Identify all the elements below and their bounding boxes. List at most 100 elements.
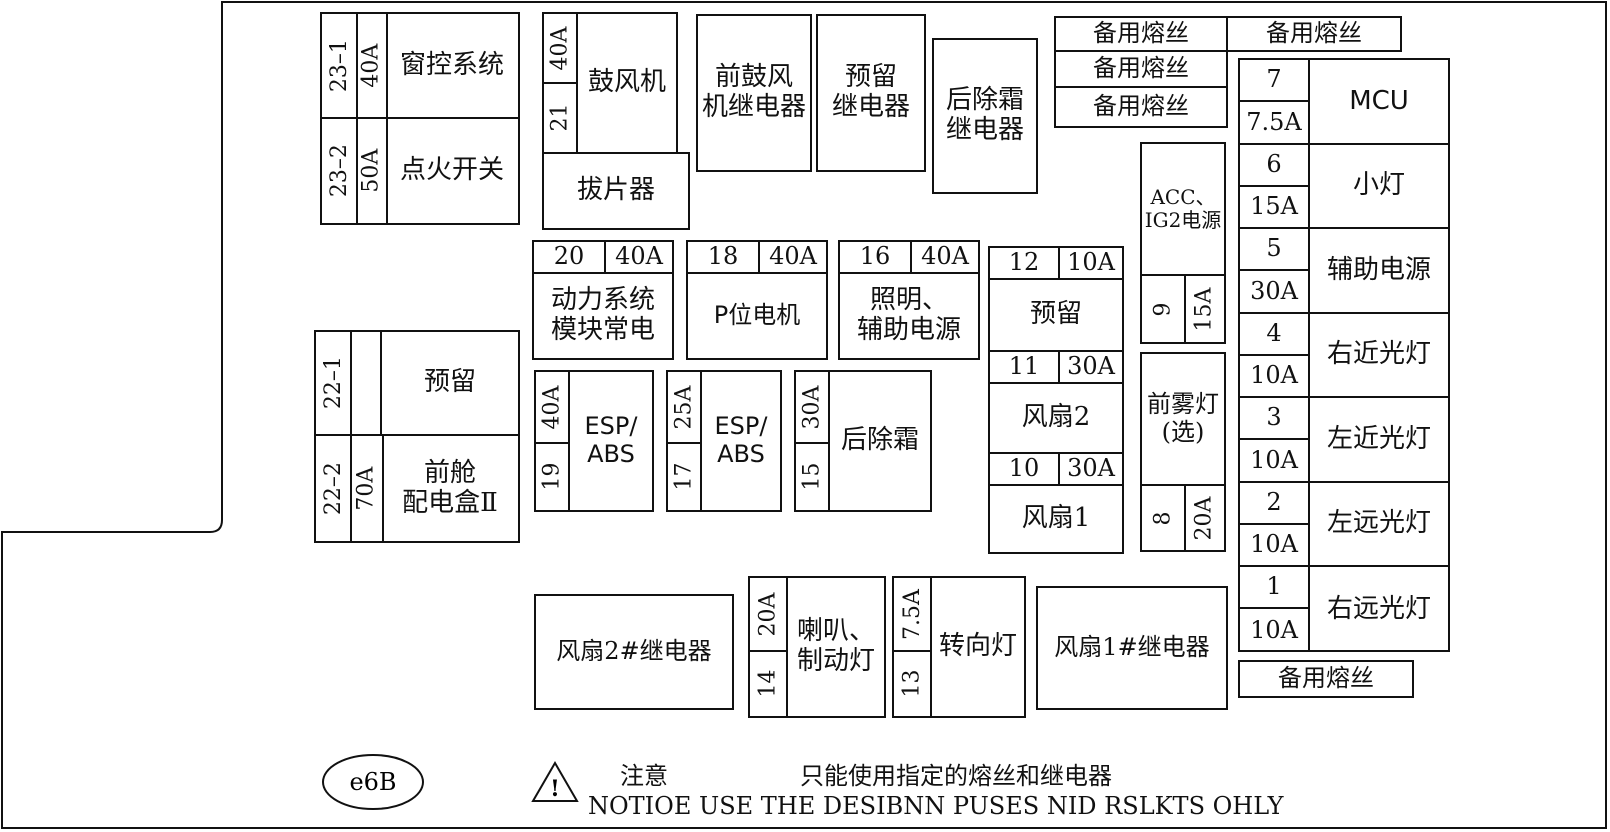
fuse-21[interactable]: 40A 21 鼓风机	[542, 12, 678, 154]
fuse-16-amperage: 40A	[912, 242, 978, 274]
spare-fuse-row-top: 备用熔丝 备用熔丝	[1054, 16, 1402, 52]
relay-rear-defrost-line1: 后除霜	[945, 85, 1024, 116]
spare-fuse[interactable]: 备用熔丝	[1054, 50, 1228, 88]
relay-front-blower-line1: 前鼓风	[714, 62, 793, 93]
fuse-14[interactable]: 20A 14 喇叭、 制动灯	[748, 576, 886, 718]
fuse-22-1[interactable]: 22–1 预留	[316, 332, 518, 436]
fuse-5-label: 辅助电源	[1326, 254, 1431, 285]
spare-fuse[interactable]: 备用熔丝	[1266, 19, 1362, 48]
fuse-19-number: 19	[539, 462, 565, 490]
fuse-4-label: 右近光灯	[1326, 339, 1431, 370]
fuse-23-1-number: 23–1	[326, 38, 352, 92]
fuse-22-2-label-line1: 前舱	[423, 457, 476, 488]
fuse-8-label-line1: 前雾灯	[1147, 390, 1219, 419]
fuse-10-label[interactable]: 风扇1	[1021, 503, 1091, 534]
fuse-15-number: 15	[799, 462, 825, 490]
fuse-17-amperage: 25A	[671, 385, 697, 429]
fuse-17-number: 17	[671, 462, 697, 490]
fuse-13-label: 转向灯	[930, 578, 1024, 716]
fuse-13[interactable]: 7.5A 13 转向灯	[892, 576, 1026, 718]
spare-fuse[interactable]: 备用熔丝	[1238, 660, 1414, 698]
fuse-6-number: 6	[1240, 145, 1310, 187]
notice-title: 注意	[620, 762, 668, 790]
fuse-23-2-label: 点火开关	[399, 155, 504, 186]
fuse-23-2[interactable]: 23–2 50A 点火开关	[322, 119, 518, 223]
relay-rear-defrost[interactable]: 后除霜 继电器	[932, 38, 1038, 194]
fuse-22-2[interactable]: 22–2 70A 前舱 配电盒Ⅱ	[316, 436, 518, 541]
fuse-22-2-amperage: 70A	[353, 466, 379, 511]
notice-text-cn: 只能使用指定的熔丝和继电器	[800, 762, 1112, 790]
fuse-9-label-line2: IG2电源	[1144, 208, 1222, 232]
fuse-18-amperage: 40A	[760, 242, 826, 274]
fuse-20-amperage: 40A	[606, 242, 672, 274]
fuse-7-label: MCU	[1349, 85, 1409, 116]
fuse-20[interactable]: 20 40A 动力系统 模块常电	[532, 240, 674, 360]
fuse-16-label-line1: 照明、	[869, 285, 948, 316]
fuse-23-1[interactable]: 23–1 40A 窗控系统	[322, 14, 518, 119]
relay-front-blower-line2: 机继电器	[701, 92, 806, 122]
fuse-4-number: 4	[1240, 314, 1310, 356]
fuse-23-block: 23–1 40A 窗控系统 23–2 50A 点火开关	[320, 12, 520, 225]
e6b-badge: e6B	[322, 754, 424, 810]
fuse-23-2-number: 23–2	[326, 144, 352, 198]
spare-fuse[interactable]: 备用熔丝	[1056, 18, 1228, 50]
relay-reserved-line1: 预留	[844, 62, 897, 93]
fuse-21-number: 21	[547, 103, 573, 131]
fuse-15[interactable]: 30A 15 后除霜	[794, 370, 932, 512]
fuse-2-number: 2	[1240, 483, 1310, 525]
fuse-17-label-line2: ABS	[717, 440, 765, 468]
fuse-14-label-line1: 喇叭、	[796, 616, 875, 647]
fuse-9[interactable]: ACC、 IG2电源 9 15A	[1140, 142, 1226, 344]
fuse-11-amperage: 30A	[1060, 352, 1122, 384]
fuse-14-label-line2: 制动灯	[796, 646, 875, 676]
fuse-22-2-label-line2: 配电盒Ⅱ	[402, 487, 498, 518]
fuse-8-amperage: 20A	[1191, 496, 1217, 540]
fuse-9-label-line1: ACC、	[1150, 185, 1216, 209]
relay-reserved[interactable]: 预留 继电器	[816, 14, 926, 172]
fuse-1-number: 1	[1240, 567, 1310, 609]
fuse-20-label-line2: 模块常电	[550, 315, 655, 345]
fuse-10-number: 10	[990, 454, 1060, 486]
fuse-5-amperage: 30A	[1240, 271, 1310, 312]
fuse-17[interactable]: 25A 17 ESP/ ABS	[666, 370, 782, 512]
fuse-3-amperage: 10A	[1240, 440, 1310, 481]
fuse-11-label[interactable]: 风扇2	[990, 384, 1122, 454]
fuse-12-label[interactable]: 预留	[990, 280, 1122, 352]
fuse-7-number: 7	[1240, 60, 1310, 102]
fuse-8[interactable]: 前雾灯 (选) 8 20A	[1140, 352, 1226, 552]
fuse-16[interactable]: 16 40A 照明、 辅助电源	[838, 240, 980, 360]
notice-text-en: NOTIOE USE THE DESIBNN PUSES NID RSLKTS …	[588, 792, 1284, 820]
fuse-23-1-label: 窗控系统	[399, 49, 504, 80]
fuse-22-2-number: 22–2	[320, 461, 346, 515]
fuse-22-1-number: 22–1	[320, 356, 346, 410]
fuse-puller[interactable]: 拔片器	[542, 152, 690, 230]
fuse-10-amperage: 30A	[1060, 454, 1122, 486]
fuse-7-amperage: 7.5A	[1240, 102, 1310, 143]
fuse-2-label: 左远光灯	[1326, 508, 1431, 539]
warning-icon: !	[531, 761, 579, 802]
relay-front-blower[interactable]: 前鼓风 机继电器	[696, 14, 812, 172]
fuse-21-amperage: 40A	[547, 26, 573, 70]
fuse-12-number: 12	[990, 248, 1060, 280]
fuse-22-1-label: 预留	[423, 367, 476, 398]
fuse-23-1-amperage: 40A	[358, 43, 384, 88]
fuse-18[interactable]: 18 40A P位电机	[686, 240, 828, 360]
fuse-19[interactable]: 40A 19 ESP/ ABS	[534, 370, 654, 512]
relay-reserved-line2: 继电器	[831, 92, 910, 122]
fuse-19-label-line2: ABS	[587, 440, 635, 468]
relay-fan2[interactable]: 风扇2#继电器	[534, 594, 734, 710]
fuse-15-amperage: 30A	[799, 385, 825, 429]
fuse-5-number: 5	[1240, 229, 1310, 271]
spare-fuse[interactable]: 备用熔丝	[1054, 86, 1228, 128]
fuse-16-number: 16	[840, 242, 912, 274]
fuse-12-amperage: 10A	[1060, 248, 1122, 280]
relay-fan1[interactable]: 风扇1#继电器	[1036, 586, 1228, 710]
